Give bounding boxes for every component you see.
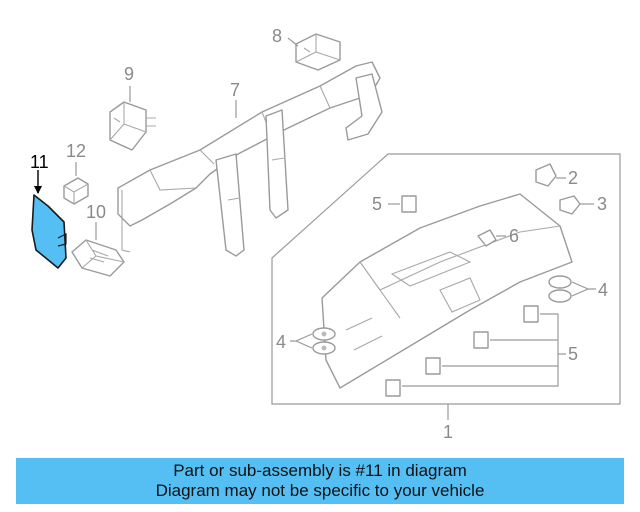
callout-11: 11 [30, 152, 49, 172]
part-3-clip [559, 195, 581, 215]
callout-leader-4b [571, 281, 596, 297]
part-4-grommets-left [312, 327, 336, 355]
parts-diagram: 11 12 10 9 8 7 1 [30, 26, 621, 442]
banner-line-2: Diagram may not be specific to your vehi… [155, 481, 485, 500]
callout-10: 10 [86, 202, 106, 222]
part-6-clip [477, 229, 497, 247]
callout-4b: 4 [598, 280, 608, 300]
part-2-clip [535, 163, 557, 187]
callout-1: 1 [443, 422, 453, 442]
callout-3: 3 [597, 194, 607, 214]
callout-5b: 5 [568, 344, 578, 364]
callout-arrow-11 [34, 186, 42, 194]
part-4-grommets-right [548, 275, 572, 303]
part-1-instrument-panel [271, 153, 621, 405]
callout-8: 8 [272, 26, 282, 46]
info-banner: Part or sub-assembly is #11 in diagram D… [16, 458, 624, 504]
callout-7: 7 [230, 80, 240, 100]
callout-12: 12 [66, 141, 86, 161]
callout-leader-8 [287, 37, 299, 47]
callout-leader-5b [402, 313, 566, 387]
callout-9: 9 [124, 64, 134, 84]
part-11-side-cover[interactable] [31, 194, 67, 269]
callout-4a: 4 [276, 332, 286, 352]
banner-line-1: Part or sub-assembly is #11 in diagram [173, 461, 467, 480]
part-9-mount [109, 101, 156, 151]
part-12-clip [63, 177, 89, 205]
callout-6: 6 [509, 226, 519, 246]
part-5-clip-upper [401, 195, 417, 213]
callout-5a: 5 [372, 194, 382, 214]
part-8-bracket [295, 33, 341, 71]
part-7-cross-car-beam [117, 61, 383, 257]
part-10-bracket [71, 239, 125, 277]
part-5-clips-lower [385, 305, 539, 397]
callout-2: 2 [568, 168, 578, 188]
callout-leader-4a [290, 333, 313, 349]
